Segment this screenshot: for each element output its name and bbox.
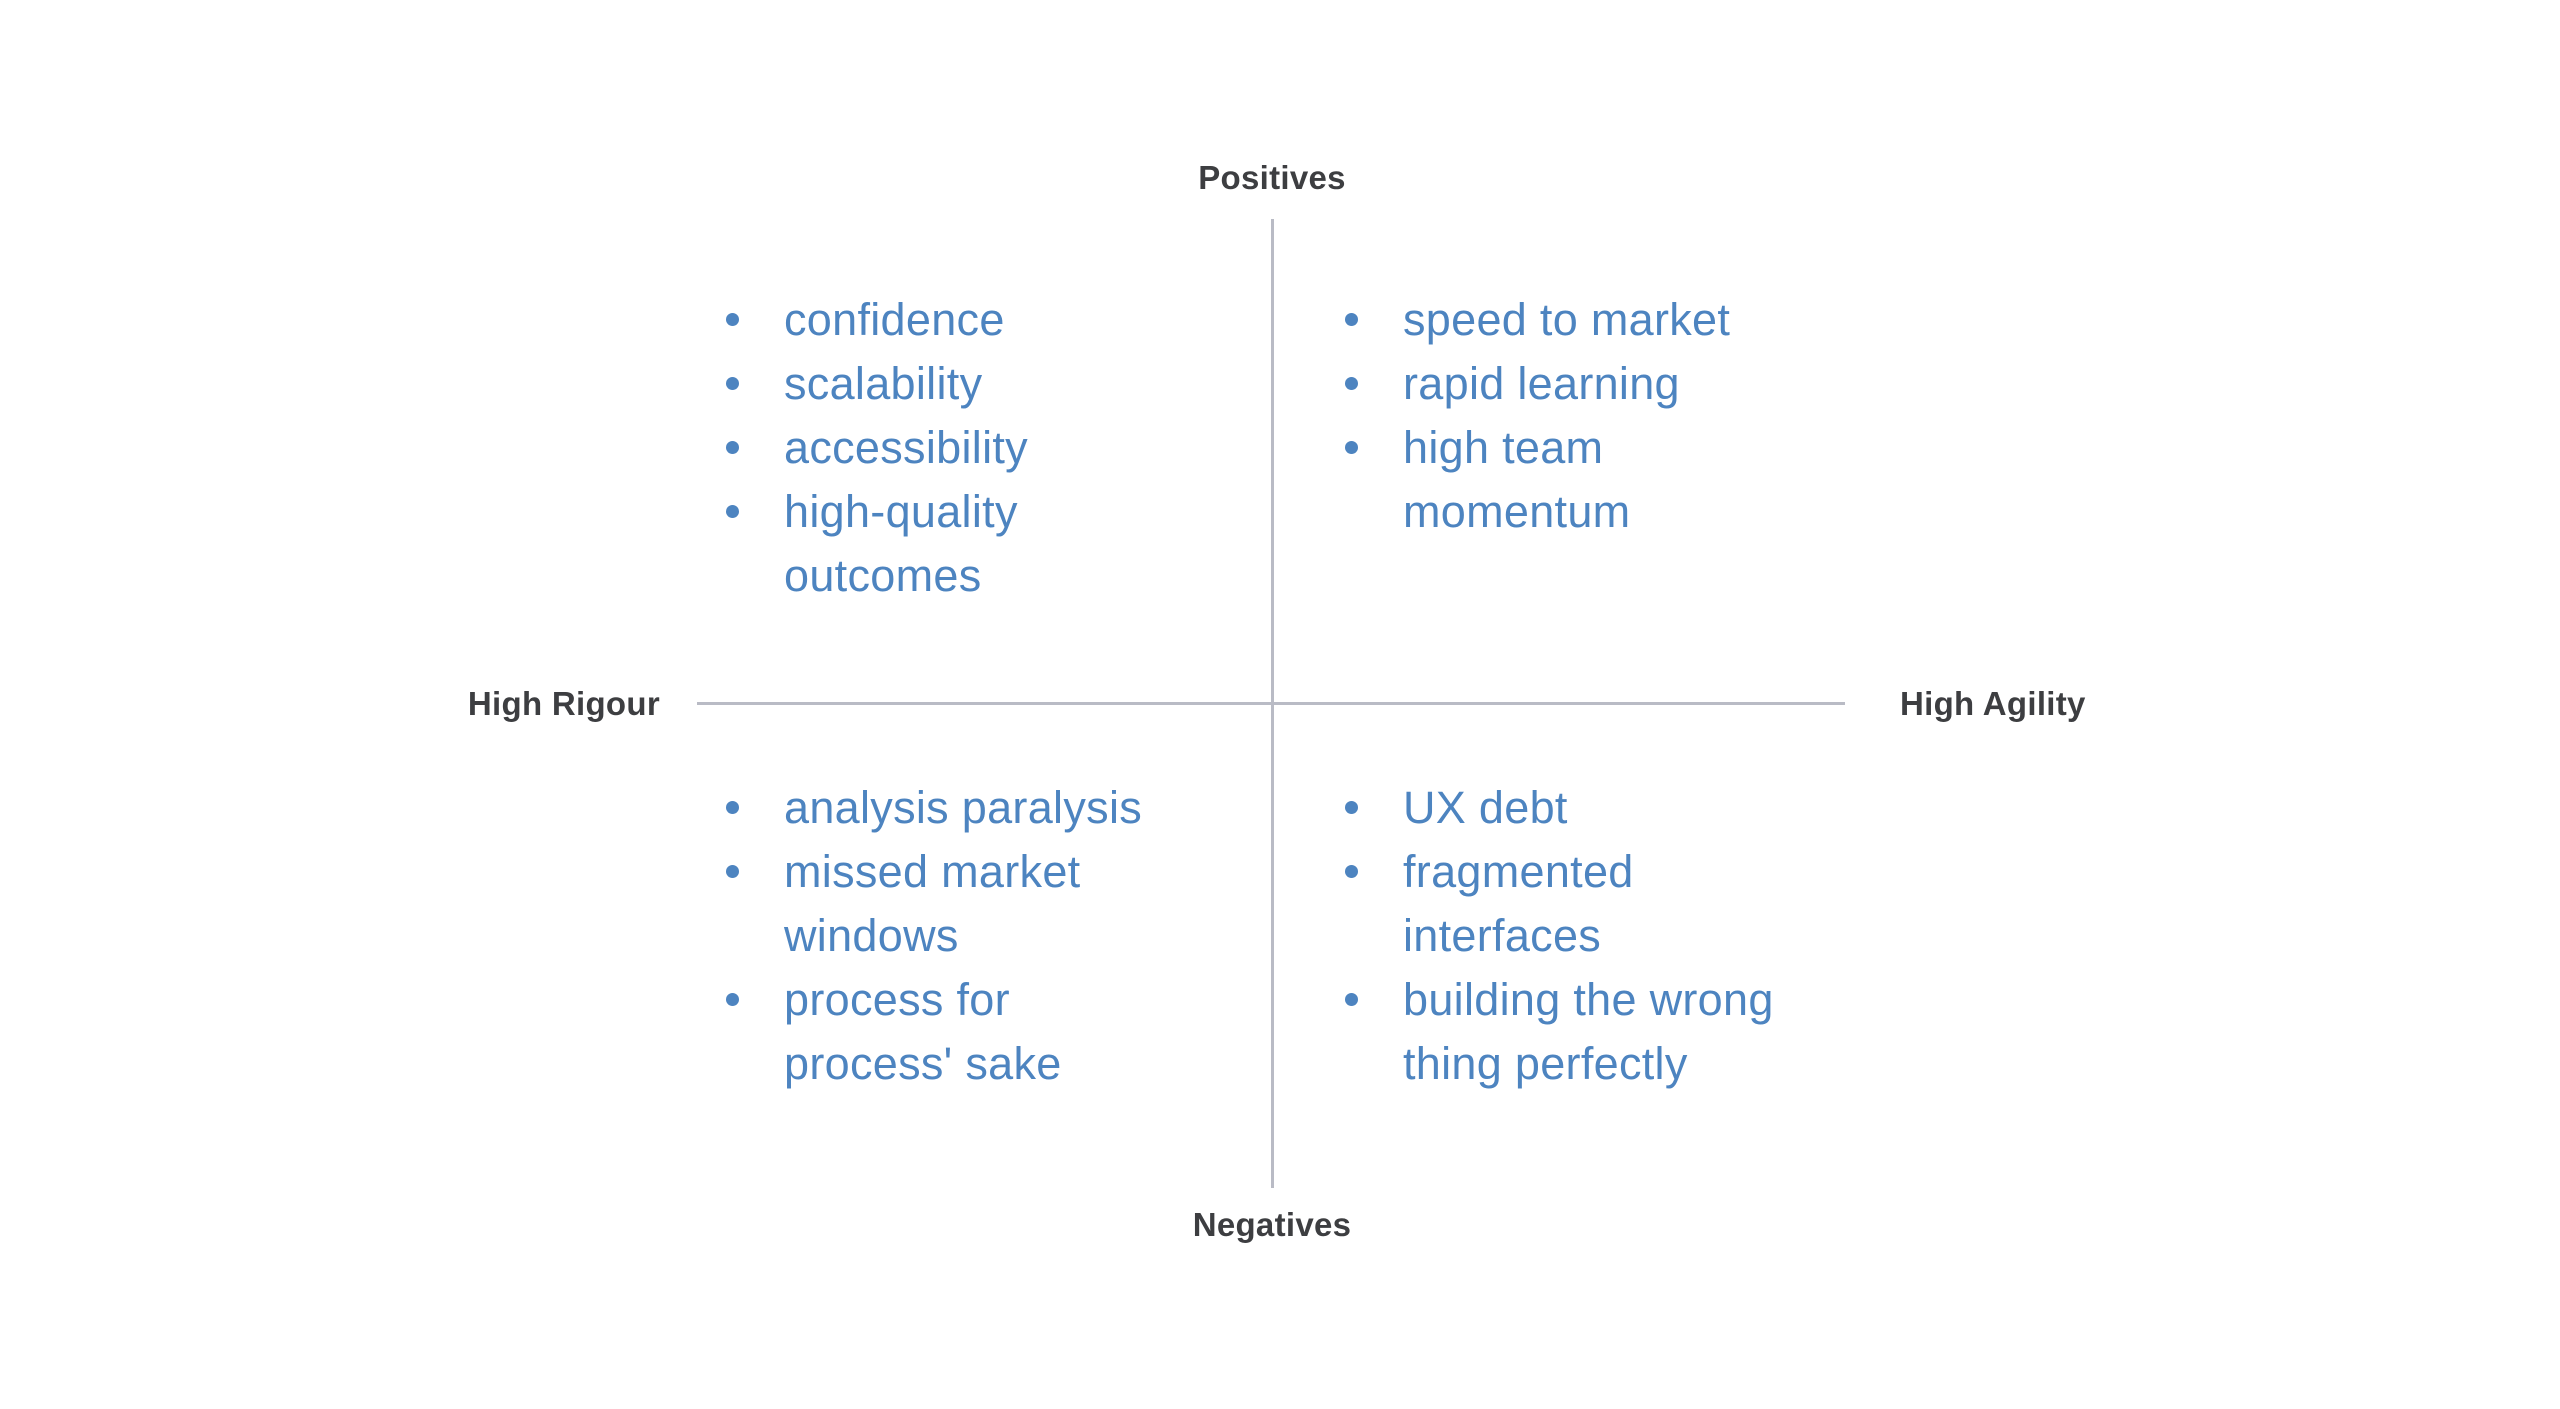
list-item-text: scalability bbox=[784, 358, 983, 409]
list-item-text: rapid learning bbox=[1403, 358, 1680, 409]
list-item-text: missed market windows bbox=[784, 846, 1081, 961]
bullet-icon bbox=[726, 993, 739, 1006]
list-item: scalability bbox=[726, 352, 1028, 416]
axis-label-negatives: Negatives bbox=[1192, 1206, 1352, 1243]
list-item: process for process' sake bbox=[726, 968, 1142, 1096]
list-item-text: high-quality outcomes bbox=[784, 486, 1018, 601]
list-item-text: process for process' sake bbox=[784, 974, 1062, 1089]
quadrant-bottom-left-list: analysis paralysis missed market windows… bbox=[726, 776, 1142, 1096]
list-item: fragmented interfaces bbox=[1345, 840, 1774, 968]
list-item: building the wrong thing perfectly bbox=[1345, 968, 1774, 1096]
bullet-icon bbox=[726, 377, 739, 390]
bullet-icon bbox=[1345, 993, 1358, 1006]
list-item: high-quality outcomes bbox=[726, 480, 1028, 608]
list-item: confidence bbox=[726, 288, 1028, 352]
list-item: analysis paralysis bbox=[726, 776, 1142, 840]
bullet-icon bbox=[726, 441, 739, 454]
list-item-text: fragmented interfaces bbox=[1403, 846, 1634, 961]
quadrant-top-right-list: speed to market rapid learning high team… bbox=[1345, 288, 1730, 544]
axis-label-high-agility: High Agility bbox=[1900, 685, 2086, 722]
axis-label-positives: Positives bbox=[1198, 159, 1346, 196]
list-item: missed market windows bbox=[726, 840, 1142, 968]
list-item-text: confidence bbox=[784, 294, 1005, 345]
bullet-icon bbox=[726, 865, 739, 878]
quadrant-bottom-right-list: UX debt fragmented interfaces building t… bbox=[1345, 776, 1774, 1096]
list-item: accessibility bbox=[726, 416, 1028, 480]
list-item-text: accessibility bbox=[784, 422, 1028, 473]
bullet-icon bbox=[726, 505, 739, 518]
list-item-text: speed to market bbox=[1403, 294, 1731, 345]
horizontal-axis-line bbox=[697, 702, 1845, 705]
bullet-icon bbox=[1345, 313, 1358, 326]
bullet-icon bbox=[1345, 441, 1358, 454]
list-item-text: UX debt bbox=[1403, 782, 1568, 833]
list-item-text: high team momentum bbox=[1403, 422, 1631, 537]
bullet-icon bbox=[1345, 865, 1358, 878]
bullet-icon bbox=[1345, 801, 1358, 814]
quadrant-top-left-list: confidence scalability accessibility hig… bbox=[726, 288, 1028, 608]
bullet-icon bbox=[1345, 377, 1358, 390]
list-item-text: building the wrong thing perfectly bbox=[1403, 974, 1774, 1089]
list-item: UX debt bbox=[1345, 776, 1774, 840]
list-item: speed to market bbox=[1345, 288, 1730, 352]
list-item: rapid learning bbox=[1345, 352, 1730, 416]
bullet-icon bbox=[726, 801, 739, 814]
list-item-text: analysis paralysis bbox=[784, 782, 1143, 833]
bullet-icon bbox=[726, 313, 739, 326]
axis-label-high-rigour: High Rigour bbox=[467, 685, 660, 722]
list-item: high team momentum bbox=[1345, 416, 1730, 544]
